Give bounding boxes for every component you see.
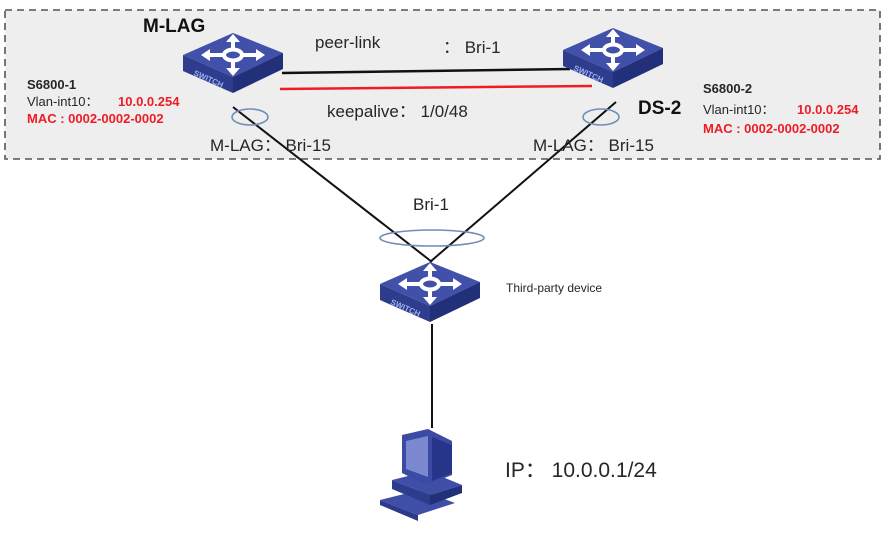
left-device-name: S6800-1	[27, 77, 77, 92]
right-device-tag: DS-2	[638, 98, 682, 119]
third-party-device-label: Third-party device	[506, 281, 603, 295]
switch-third-party-icon[interactable]: SWITCH	[378, 260, 482, 324]
third-party-aggregate-label: Bri-1	[413, 195, 449, 214]
peer-link-label: peer-link	[315, 33, 381, 52]
keepalive-label: keepalive： 1/0/48	[327, 102, 468, 121]
right-vlan-label: Vlan-int10：	[703, 102, 775, 117]
mlag-group-box	[4, 9, 881, 160]
downlink-right-line	[429, 101, 617, 263]
lag-ring-third-party-icon	[379, 229, 485, 247]
group-title: M-LAG	[143, 16, 206, 37]
left-mlag-label: M-LAG： Bri-15	[210, 136, 331, 155]
right-mlag-label: M-LAG： Bri-15	[533, 136, 654, 155]
right-device-name: S6800-2	[703, 81, 753, 96]
right-vlan-ip: 10.0.0.254	[797, 102, 859, 117]
left-vlan-ip: 10.0.0.254	[118, 94, 180, 109]
lag-ring-right-icon	[582, 108, 620, 126]
left-vlan-label: Vlan-int10：	[27, 94, 99, 109]
host-ip-label: IP： 10.0.0.1/24	[505, 459, 657, 482]
keepalive-link-line	[279, 84, 593, 91]
right-mac: MAC : 0002-0002-0002	[703, 121, 840, 136]
host-computer-icon[interactable]	[380, 429, 462, 521]
lag-ring-left-icon	[231, 108, 269, 126]
peer-link-value: ： Bri-1	[443, 38, 501, 57]
left-mac: MAC : 0002-0002-0002	[27, 111, 164, 126]
peer-link-line	[281, 67, 571, 75]
downlink-left-line	[232, 106, 433, 263]
